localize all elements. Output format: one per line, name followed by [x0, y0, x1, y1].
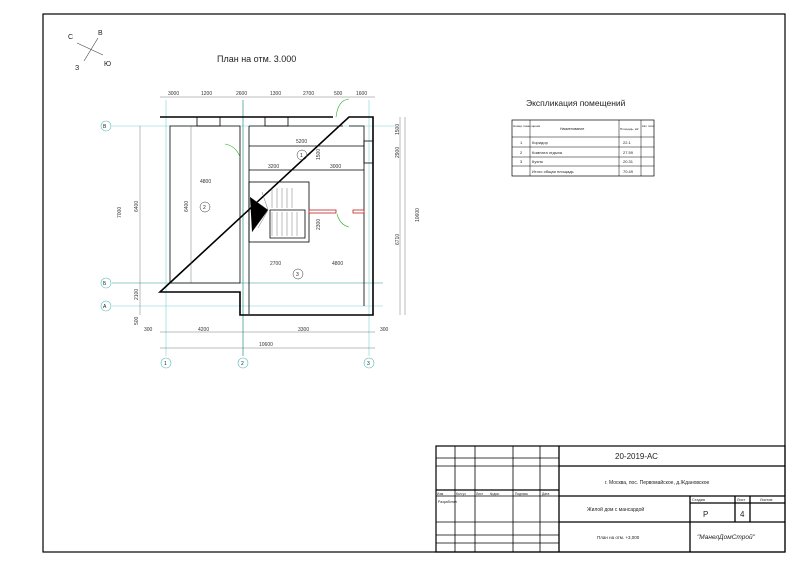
- table-cell: 20.31: [623, 159, 634, 164]
- project-code: 20-2019-АС: [615, 452, 658, 461]
- table-header: Площадь, м2: [620, 127, 639, 131]
- compass-e: В: [98, 30, 103, 37]
- dimension-label: 2700: [303, 91, 314, 97]
- sheets-label: Листов: [760, 498, 772, 502]
- room-number: 2: [203, 205, 206, 211]
- drawing-name: План на отм. +3,000: [597, 535, 640, 540]
- dimension-label: 2900: [395, 147, 401, 158]
- object-name: Жилой дом с мансардой: [587, 506, 644, 513]
- door-arc: [336, 213, 350, 228]
- dimension-label: 1600: [356, 91, 367, 97]
- title-block: 20-2019-АС г. Москва, пос. Первомайское,…: [435, 445, 786, 553]
- table-cell: 27.59: [623, 150, 634, 155]
- dimension-label: 1500: [316, 149, 322, 160]
- room-number: 1: [300, 153, 303, 159]
- dimension-label: 300: [144, 327, 153, 333]
- compass-s: З: [75, 65, 79, 72]
- dimension-label: 300: [380, 327, 389, 333]
- col-header: Изм.: [437, 492, 444, 496]
- dimension-label: 2100: [134, 289, 140, 300]
- dimension-label: 6400: [134, 201, 140, 212]
- dimension-label: 6710: [395, 234, 401, 245]
- dimension-label: 3300: [298, 327, 309, 333]
- dimension-label: 1300: [270, 91, 281, 97]
- door-arc: [224, 143, 241, 158]
- table-header: Кат. пом.: [642, 124, 654, 128]
- axis-label: 2: [241, 361, 244, 367]
- table-cell: 22.1: [623, 140, 632, 145]
- dimension-label: 5200: [296, 139, 307, 145]
- room-number: 3: [296, 272, 299, 278]
- room-markers: 1 2 3: [199, 149, 308, 280]
- company-name: "МанелДомСтрой": [697, 533, 756, 541]
- grid-axes: В Б А 1 2 3: [100, 100, 395, 369]
- door-arc: [335, 98, 350, 118]
- col-header: Подпись: [515, 492, 528, 496]
- dimension-label: 2300: [316, 219, 322, 230]
- dimension-label: 500: [134, 316, 140, 325]
- table-cell: 2: [520, 150, 523, 155]
- table-cell: Итого общая площадь: [532, 169, 574, 174]
- dimension-label: 3000: [330, 164, 341, 170]
- col-header: Дата: [542, 492, 549, 496]
- axis-label: 3: [367, 361, 370, 367]
- developed-label: Разработал: [438, 500, 457, 504]
- sheet-frame: [42, 13, 786, 553]
- project-address: г. Москва, пос. Первомайское, д.Ждановск…: [605, 479, 710, 486]
- compass-w: Ю: [104, 61, 111, 68]
- dimension-label: 4800: [332, 261, 343, 267]
- explication-title: Экспликация помещений: [526, 98, 626, 108]
- room-explication-table: Экспликация помещений Номер поме-щения Н…: [511, 98, 654, 177]
- walls: [157, 116, 374, 316]
- col-header: Лист: [476, 492, 484, 496]
- axis-label: Б: [103, 281, 107, 287]
- stage-value: Р: [703, 510, 708, 519]
- staircase: [248, 181, 310, 243]
- dimension-label: 4800: [200, 179, 211, 185]
- dimension-label: 7000: [117, 207, 123, 218]
- axis-label: 1: [164, 361, 167, 367]
- dimension-label: 1500: [395, 124, 401, 135]
- table-cell: 1: [520, 140, 523, 145]
- table-cell: Коридор: [532, 140, 549, 145]
- dimension-label: 4200: [198, 327, 209, 333]
- door-leaf: [308, 209, 337, 214]
- stage-label: Стадия: [692, 498, 705, 502]
- axis-label: А: [103, 304, 107, 310]
- dimension-label: 2600: [236, 91, 247, 97]
- compass-icon: С В З Ю: [68, 30, 111, 72]
- sheet-value: 4: [740, 510, 745, 519]
- col-header: Кол.уч: [456, 492, 466, 496]
- dimension-label: 500: [334, 91, 343, 97]
- dimension-label: 1200: [201, 91, 212, 97]
- axis-label: В: [103, 124, 107, 130]
- table-cell: 70.49: [623, 169, 634, 174]
- sheet-label: Лист: [737, 498, 746, 502]
- plan-title: План на отм. 3.000: [217, 54, 296, 64]
- compass-n: С: [68, 34, 73, 41]
- table-header: Номер поме-щения: [513, 124, 541, 128]
- dimension-label: 10600: [259, 342, 273, 348]
- dimension-label: 2700: [270, 261, 281, 267]
- dimension-label: 10600: [415, 208, 421, 222]
- dimension-label: 3200: [268, 164, 279, 170]
- table-cell: 3: [520, 159, 523, 164]
- dimension-lines: [139, 96, 406, 349]
- table-cell: Комната отдыха: [532, 150, 563, 155]
- dimension-label: 3000: [168, 91, 179, 97]
- door-leaf: [352, 209, 365, 214]
- table-cell: Кухня: [532, 159, 543, 164]
- col-header: №док.: [490, 492, 500, 496]
- dimension-label: 6400: [184, 201, 190, 212]
- table-header: Наименование: [560, 127, 584, 131]
